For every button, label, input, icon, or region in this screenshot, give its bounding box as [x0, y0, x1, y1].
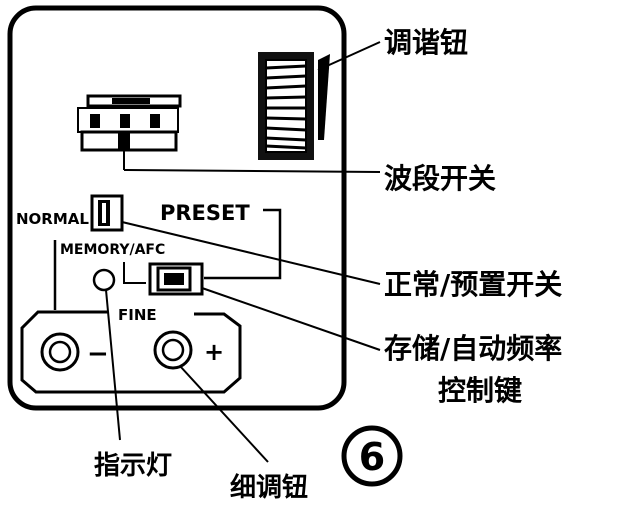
leader-normal-preset — [121, 221, 381, 285]
fine-label: FINE — [118, 306, 157, 324]
callout-memory-afc-line2: 控制键 — [438, 374, 522, 407]
fine-minus-button — [40, 332, 80, 372]
leader-indicator-lamp — [105, 289, 121, 441]
callout-memory-afc-line1: 存储/自动频率 — [384, 332, 562, 365]
memory-afc-label: MEMORY/AFC — [60, 242, 165, 258]
leader-memory-afc — [201, 287, 381, 351]
callout-tuning-knob: 调谐钮 — [384, 26, 468, 59]
figure-number: 6 — [359, 435, 385, 479]
preset-label: PRESET — [160, 201, 250, 225]
figure-number-badge: 6 — [341, 425, 403, 487]
indicator-lamp — [92, 268, 116, 292]
callout-fine-tuning-knob: 细调钮 — [230, 472, 308, 503]
afc-tick — [123, 262, 146, 284]
leader-band-switch-h — [123, 169, 381, 173]
minus-sign: − — [87, 339, 109, 369]
memory-afc-key — [148, 262, 204, 296]
fine-frame — [20, 310, 242, 394]
leader-tuning-knob — [317, 41, 381, 71]
plus-sign: + — [204, 338, 224, 366]
callout-band-switch: 波段开关 — [384, 162, 496, 195]
callout-indicator-lamp: 指示灯 — [94, 451, 172, 481]
callout-normal-preset: 正常/预置开关 — [384, 268, 562, 301]
tuning-knob — [258, 52, 330, 160]
leader-lines — [105, 41, 381, 463]
normal-preset-switch — [90, 194, 124, 232]
fine-plus-button — [153, 330, 193, 370]
leader-fine-tuning — [179, 365, 269, 463]
preset-bracket — [204, 208, 282, 280]
band-switch — [77, 94, 182, 152]
normal-label: NORMAL — [16, 210, 89, 228]
